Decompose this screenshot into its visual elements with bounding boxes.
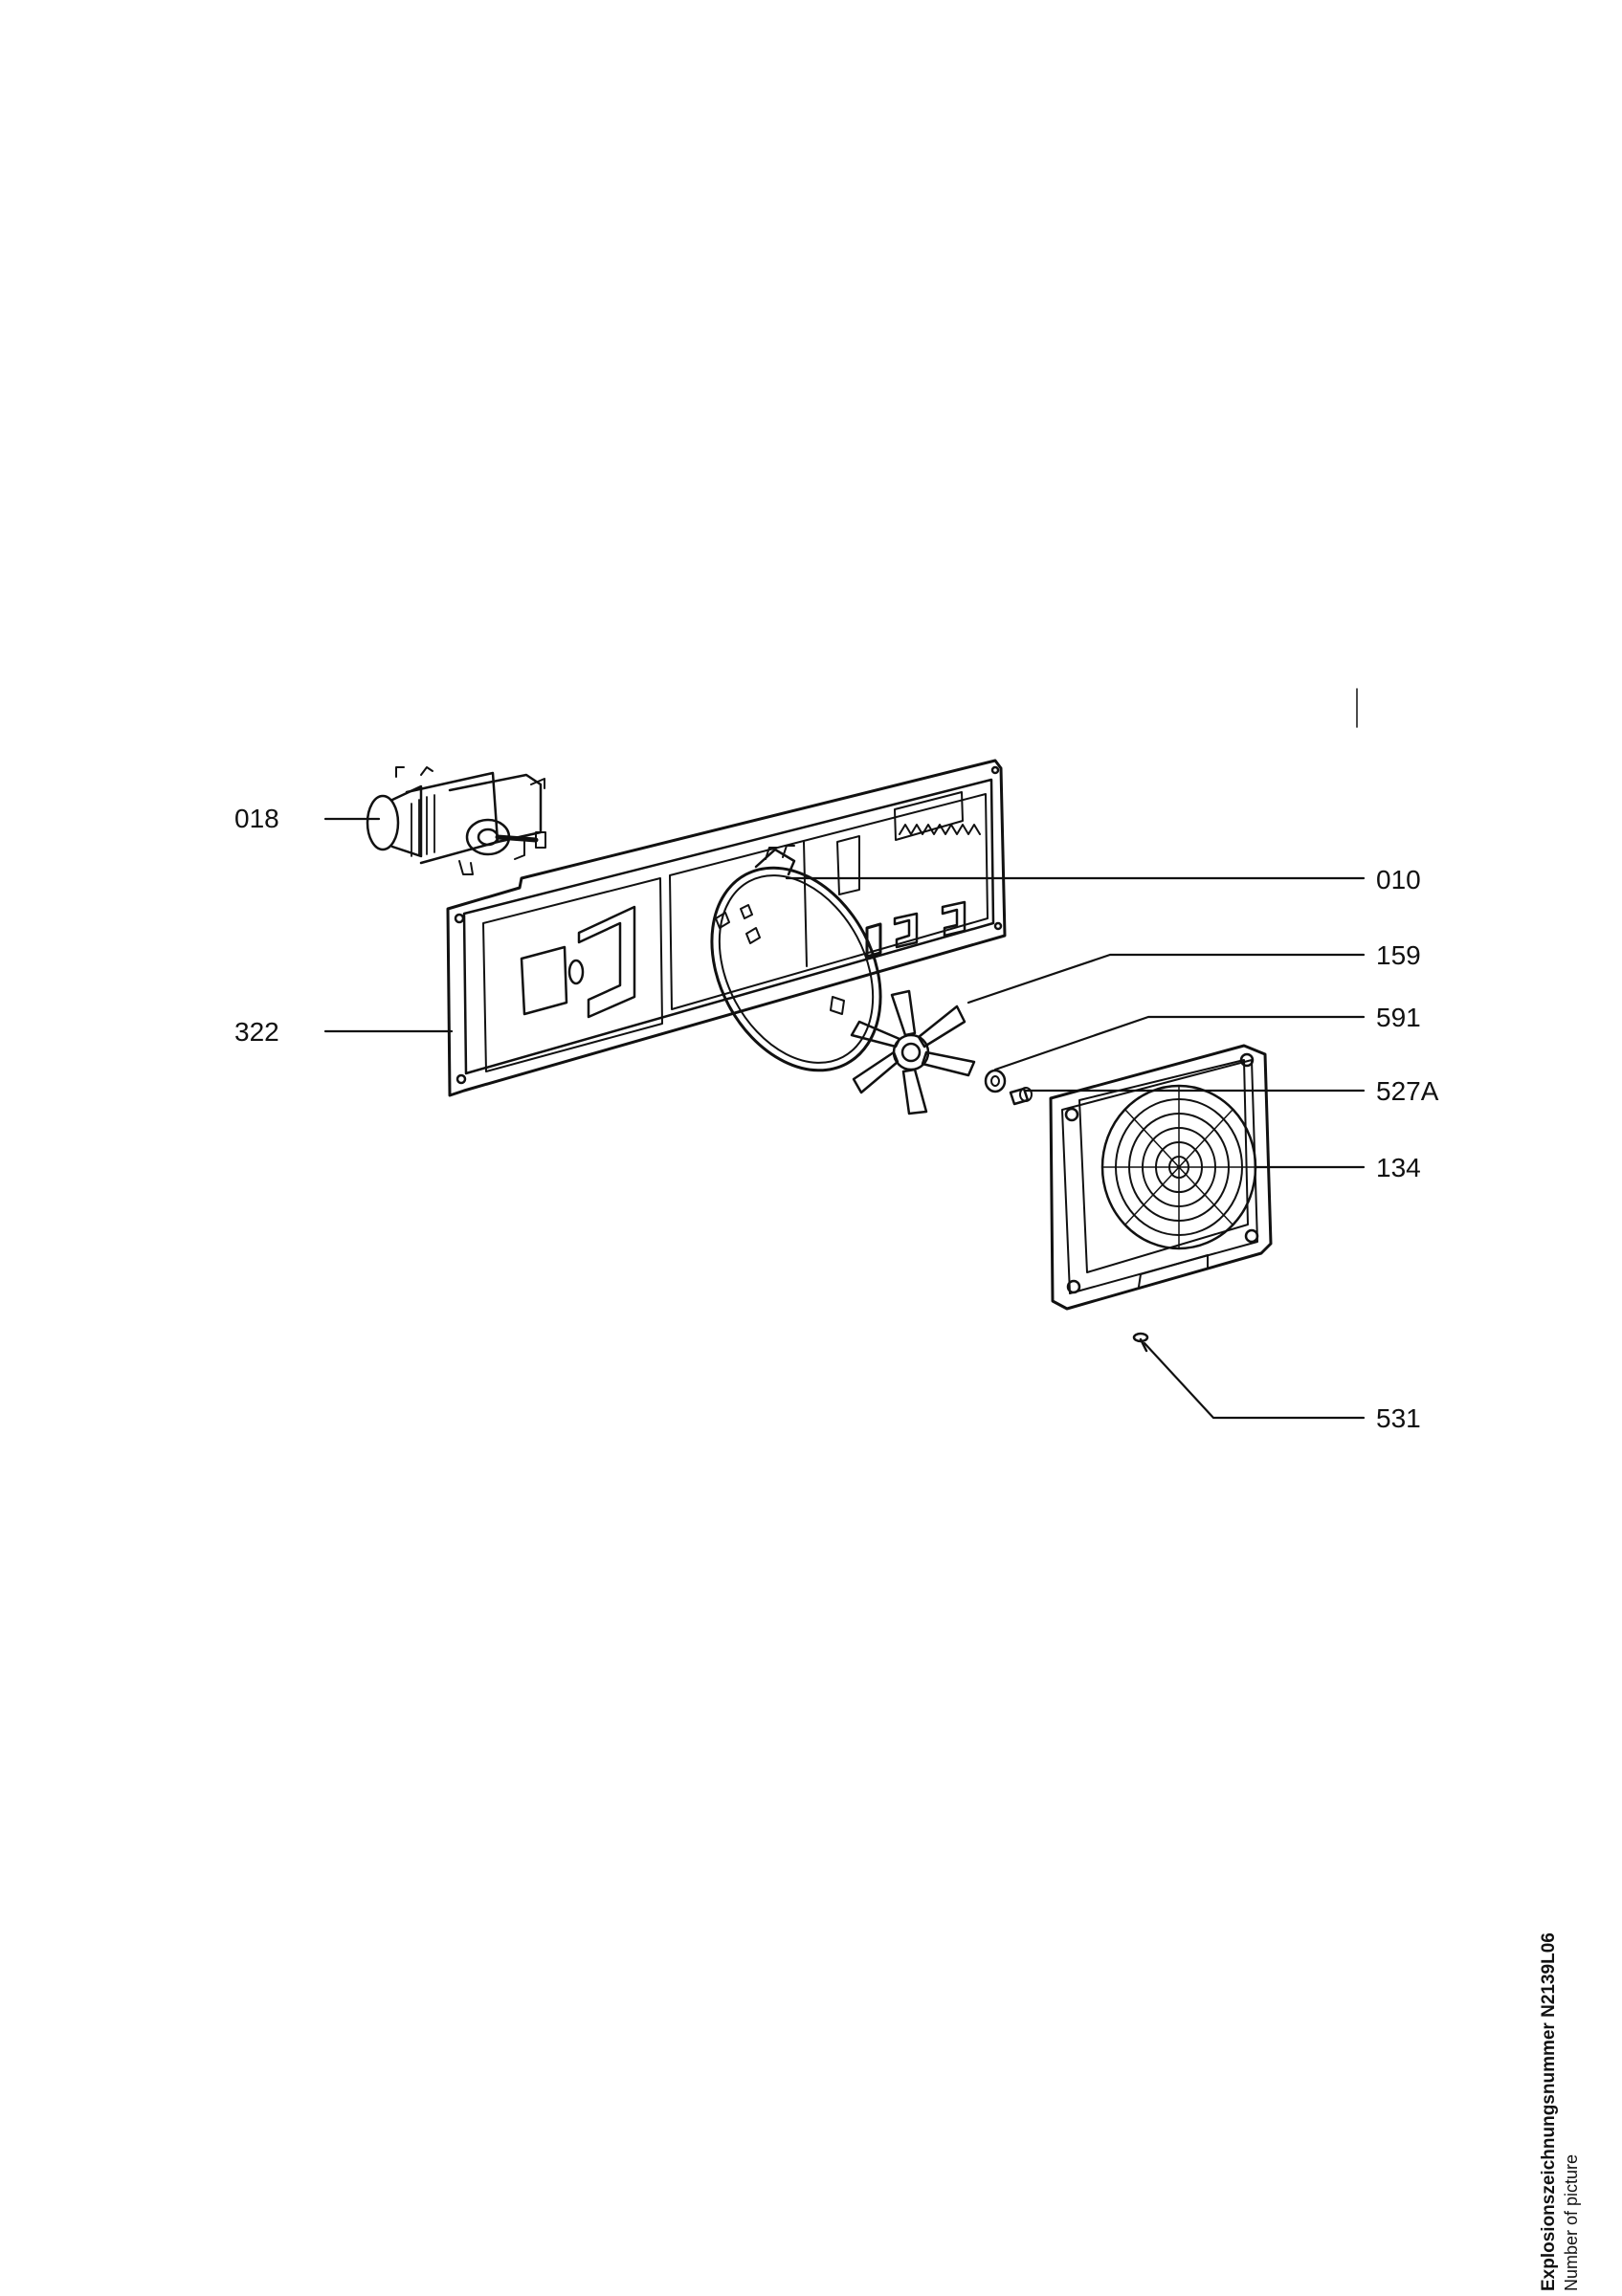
drawing-number-caption: Explosionszeichnungsnummer N2139L06 Numb… (1539, 1622, 1582, 2291)
leader-lines (323, 817, 1366, 1420)
leader-159 (967, 953, 1366, 1004)
picture-caption: Number of picture (1562, 2153, 1581, 2291)
washer-527a (1009, 1087, 1033, 1106)
drawing-number: Explosionszeichnungsnummer N2139L06 (1539, 1932, 1559, 2291)
callout-591: 591 (1376, 1003, 1421, 1032)
leader-591 (993, 1015, 1366, 1071)
screw-531 (1132, 1332, 1149, 1353)
nut-591 (984, 1069, 1007, 1093)
callout-134: 134 (1376, 1153, 1421, 1182)
callout-010: 010 (1376, 865, 1421, 894)
fan-impeller-159 (850, 989, 976, 1115)
callout-322: 322 (234, 1017, 279, 1047)
callout-159: 159 (1376, 940, 1421, 970)
fan-cover-134 (1049, 1044, 1273, 1311)
callout-018: 018 (234, 804, 279, 833)
back-panel-322 (446, 759, 1007, 1097)
leader-531 (1143, 1341, 1366, 1420)
callout-527a: 527A (1376, 1076, 1439, 1106)
callout-531: 531 (1376, 1403, 1421, 1433)
fan-motor-018 (366, 766, 546, 875)
ring-heater-010 (710, 845, 882, 1072)
